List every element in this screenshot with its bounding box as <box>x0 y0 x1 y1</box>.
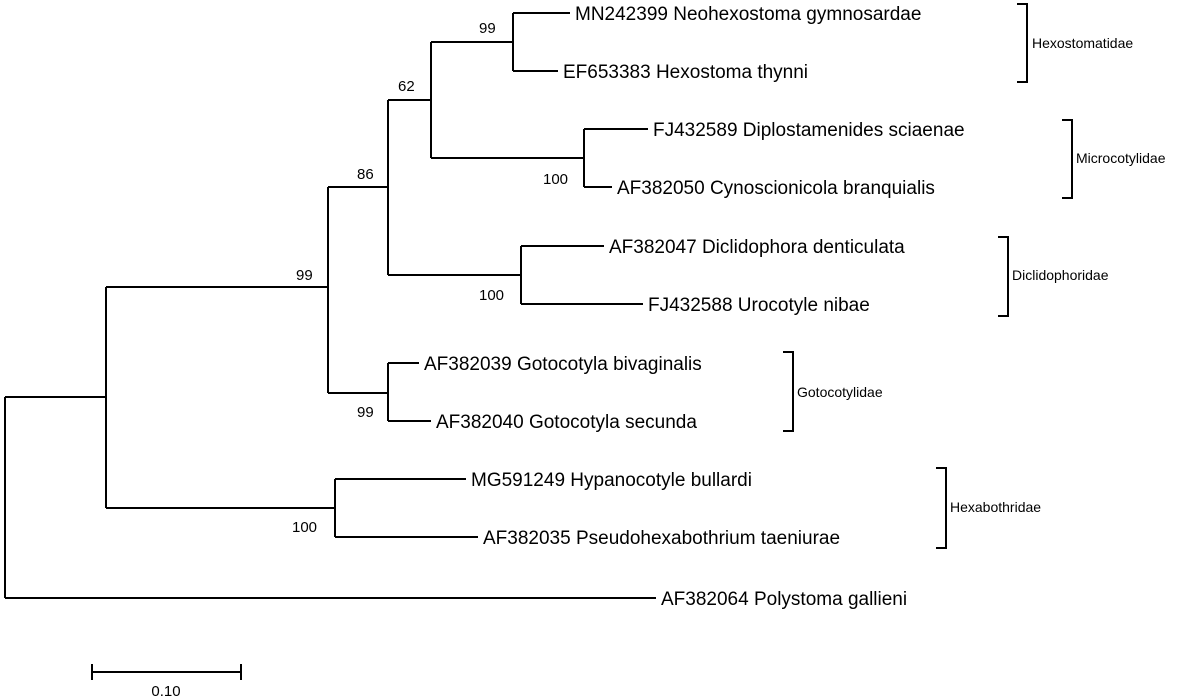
taxon-label: FJ432589 Diplostamenides sciaenae <box>653 120 965 141</box>
taxon-label: AF382040 Gotocotyla secunda <box>436 412 697 433</box>
family-brackets: Hexostomatidae Microcotylidae Diclidopho… <box>783 3 1166 549</box>
family-bracket-hexabothridae <box>936 467 947 549</box>
taxon-label: MN242399 Neohexostoma gymnosardae <box>575 4 921 25</box>
scale-bar-line <box>91 664 242 680</box>
family-label: Microcotylidae <box>1076 150 1166 166</box>
family-label: Hexostomatidae <box>1032 35 1133 51</box>
tree-branches <box>4 12 656 599</box>
family-bracket-hexostomatidae <box>1017 3 1028 83</box>
scale-bar-label: 0.10 <box>151 683 180 699</box>
bootstrap-value: 99 <box>479 20 496 37</box>
taxon-labels: MN242399 Neohexostoma gymnosardae EF6533… <box>424 4 965 610</box>
bootstrap-value: 100 <box>543 171 568 188</box>
bootstrap-value: 99 <box>296 267 313 284</box>
taxon-label: FJ432588 Urocotyle nibae <box>648 295 870 316</box>
family-bracket-gotocotylidae <box>783 351 794 432</box>
family-label: Gotocotylidae <box>797 384 883 400</box>
family-bracket-microcotylidae <box>1062 119 1073 199</box>
bootstrap-values: 99 62 100 86 100 99 99 100 <box>292 20 568 536</box>
bootstrap-value: 100 <box>479 287 504 304</box>
taxon-label: AF382050 Cynoscionicola branquialis <box>617 178 935 199</box>
bootstrap-value: 86 <box>357 166 374 183</box>
taxon-label: AF382064 Polystoma gallieni <box>661 589 907 610</box>
bootstrap-value: 99 <box>357 404 374 421</box>
family-label: Hexabothridae <box>950 499 1041 515</box>
taxon-label: MG591249 Hypanocotyle bullardi <box>471 470 752 491</box>
family-label: Diclidophoridae <box>1012 267 1109 283</box>
taxon-label: AF382039 Gotocotyla bivaginalis <box>424 354 702 375</box>
taxon-label: AF382047 Diclidophora denticulata <box>609 237 905 258</box>
taxon-label: EF653383 Hexostoma thynni <box>563 62 808 83</box>
scale-bar: 0.10 <box>91 664 242 699</box>
family-bracket-diclidophoridae <box>998 236 1009 317</box>
taxon-label: AF382035 Pseudohexabothrium taeniurae <box>483 528 840 549</box>
bootstrap-value: 62 <box>398 78 415 95</box>
bootstrap-value: 100 <box>292 519 317 536</box>
